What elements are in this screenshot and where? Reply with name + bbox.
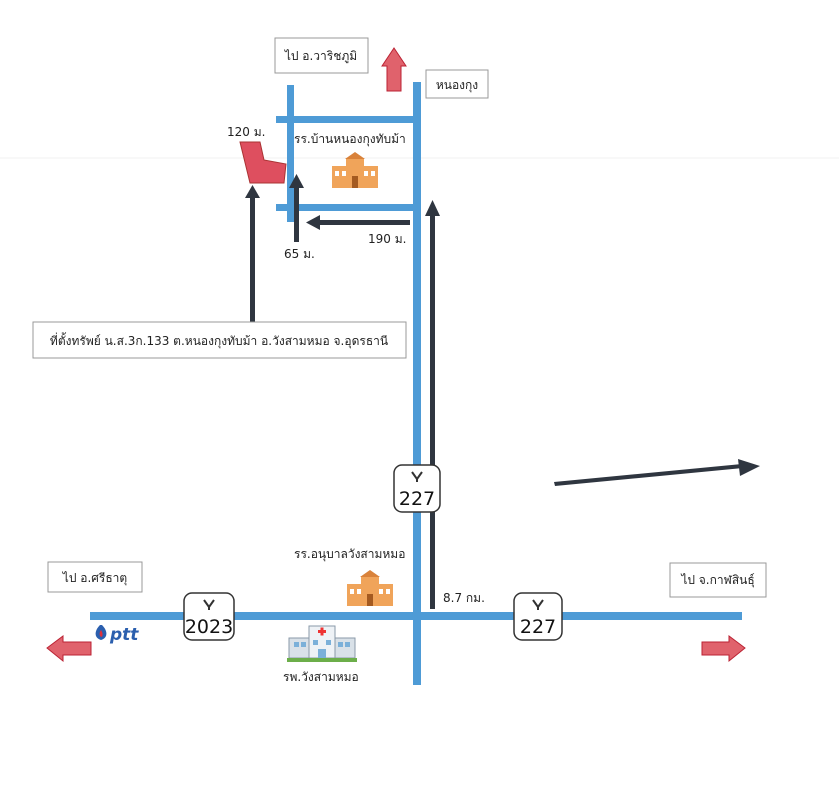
svg-text:227: 227 <box>520 616 556 638</box>
dist-8-7-label: 8.7 กม. <box>443 591 485 605</box>
school-icon <box>332 152 378 188</box>
hospital-icon <box>287 625 357 662</box>
north-route-arrow <box>425 200 440 609</box>
svg-text:ไป อ.ศรีธาตุ: ไป อ.ศรีธาตุ <box>62 571 127 586</box>
route-2023-shield: 2023 <box>183 592 235 641</box>
svg-text:ไป อ.วาริชภูมิ: ไป อ.วาริชภูมิ <box>284 49 357 64</box>
east-direction-arrow-icon <box>701 635 746 663</box>
property-pointer-arrow <box>245 185 260 323</box>
svg-text:ptt: ptt <box>109 625 139 645</box>
to-waritchaphum-label: ไป อ.วาริชภูมิ <box>274 37 369 74</box>
dist-190-label: 190 ม. <box>368 232 406 246</box>
ptt-logo-icon: ptt <box>95 625 139 645</box>
hospital-label: รพ.วังสามหมอ <box>283 670 359 684</box>
road-2023-227-east-west <box>90 612 742 620</box>
nong-kung-label: หนองกุง <box>425 69 489 99</box>
property-label: ที่ตั้งทรัพย์ น.ส.3ก.133 ต.หนองกุงทับม้า… <box>32 321 407 359</box>
svg-text:หนองกุง: หนองกุง <box>436 78 478 93</box>
svg-text:2023: 2023 <box>185 616 233 638</box>
svg-text:ไป จ.กาฬสินธุ์: ไป จ.กาฬสินธุ์ <box>680 573 754 588</box>
route-227-shield-east: 227 <box>513 592 563 641</box>
route-227-shield-north: 227 <box>393 464 441 513</box>
to-kalasin-label: ไป จ.กาฬสินธุ์ <box>669 562 767 598</box>
dist-190-arrow <box>306 215 410 230</box>
dist-120-label: 120 ม. <box>227 125 265 139</box>
to-sri-that-label: ไป อ.ศรีธาตุ <box>47 561 143 593</box>
local-road-west <box>287 85 294 222</box>
school-top-label: รร.บ้านหนองกุงทับม้า <box>294 132 406 147</box>
svg-text:227: 227 <box>399 488 435 510</box>
local-road-upper <box>276 116 417 123</box>
school-icon <box>347 570 393 606</box>
local-road-lower <box>276 204 417 211</box>
school-bottom-label: รร.อนุบาลวังสามหมอ <box>294 547 405 562</box>
east-pointer-arrow <box>554 459 760 486</box>
svg-text:ที่ตั้งทรัพย์ น.ส.3ก.133 ต.หนอ: ที่ตั้งทรัพย์ น.ส.3ก.133 ต.หนองกุงทับม้า… <box>50 332 388 349</box>
roads <box>90 82 742 685</box>
west-direction-arrow-icon <box>46 635 92 663</box>
north-direction-arrow-icon <box>381 47 407 92</box>
dist-65-label: 65 ม. <box>284 247 315 261</box>
dist-65-arrow <box>289 174 304 242</box>
main-road-227 <box>413 82 421 685</box>
property-parcel-icon <box>239 141 287 184</box>
